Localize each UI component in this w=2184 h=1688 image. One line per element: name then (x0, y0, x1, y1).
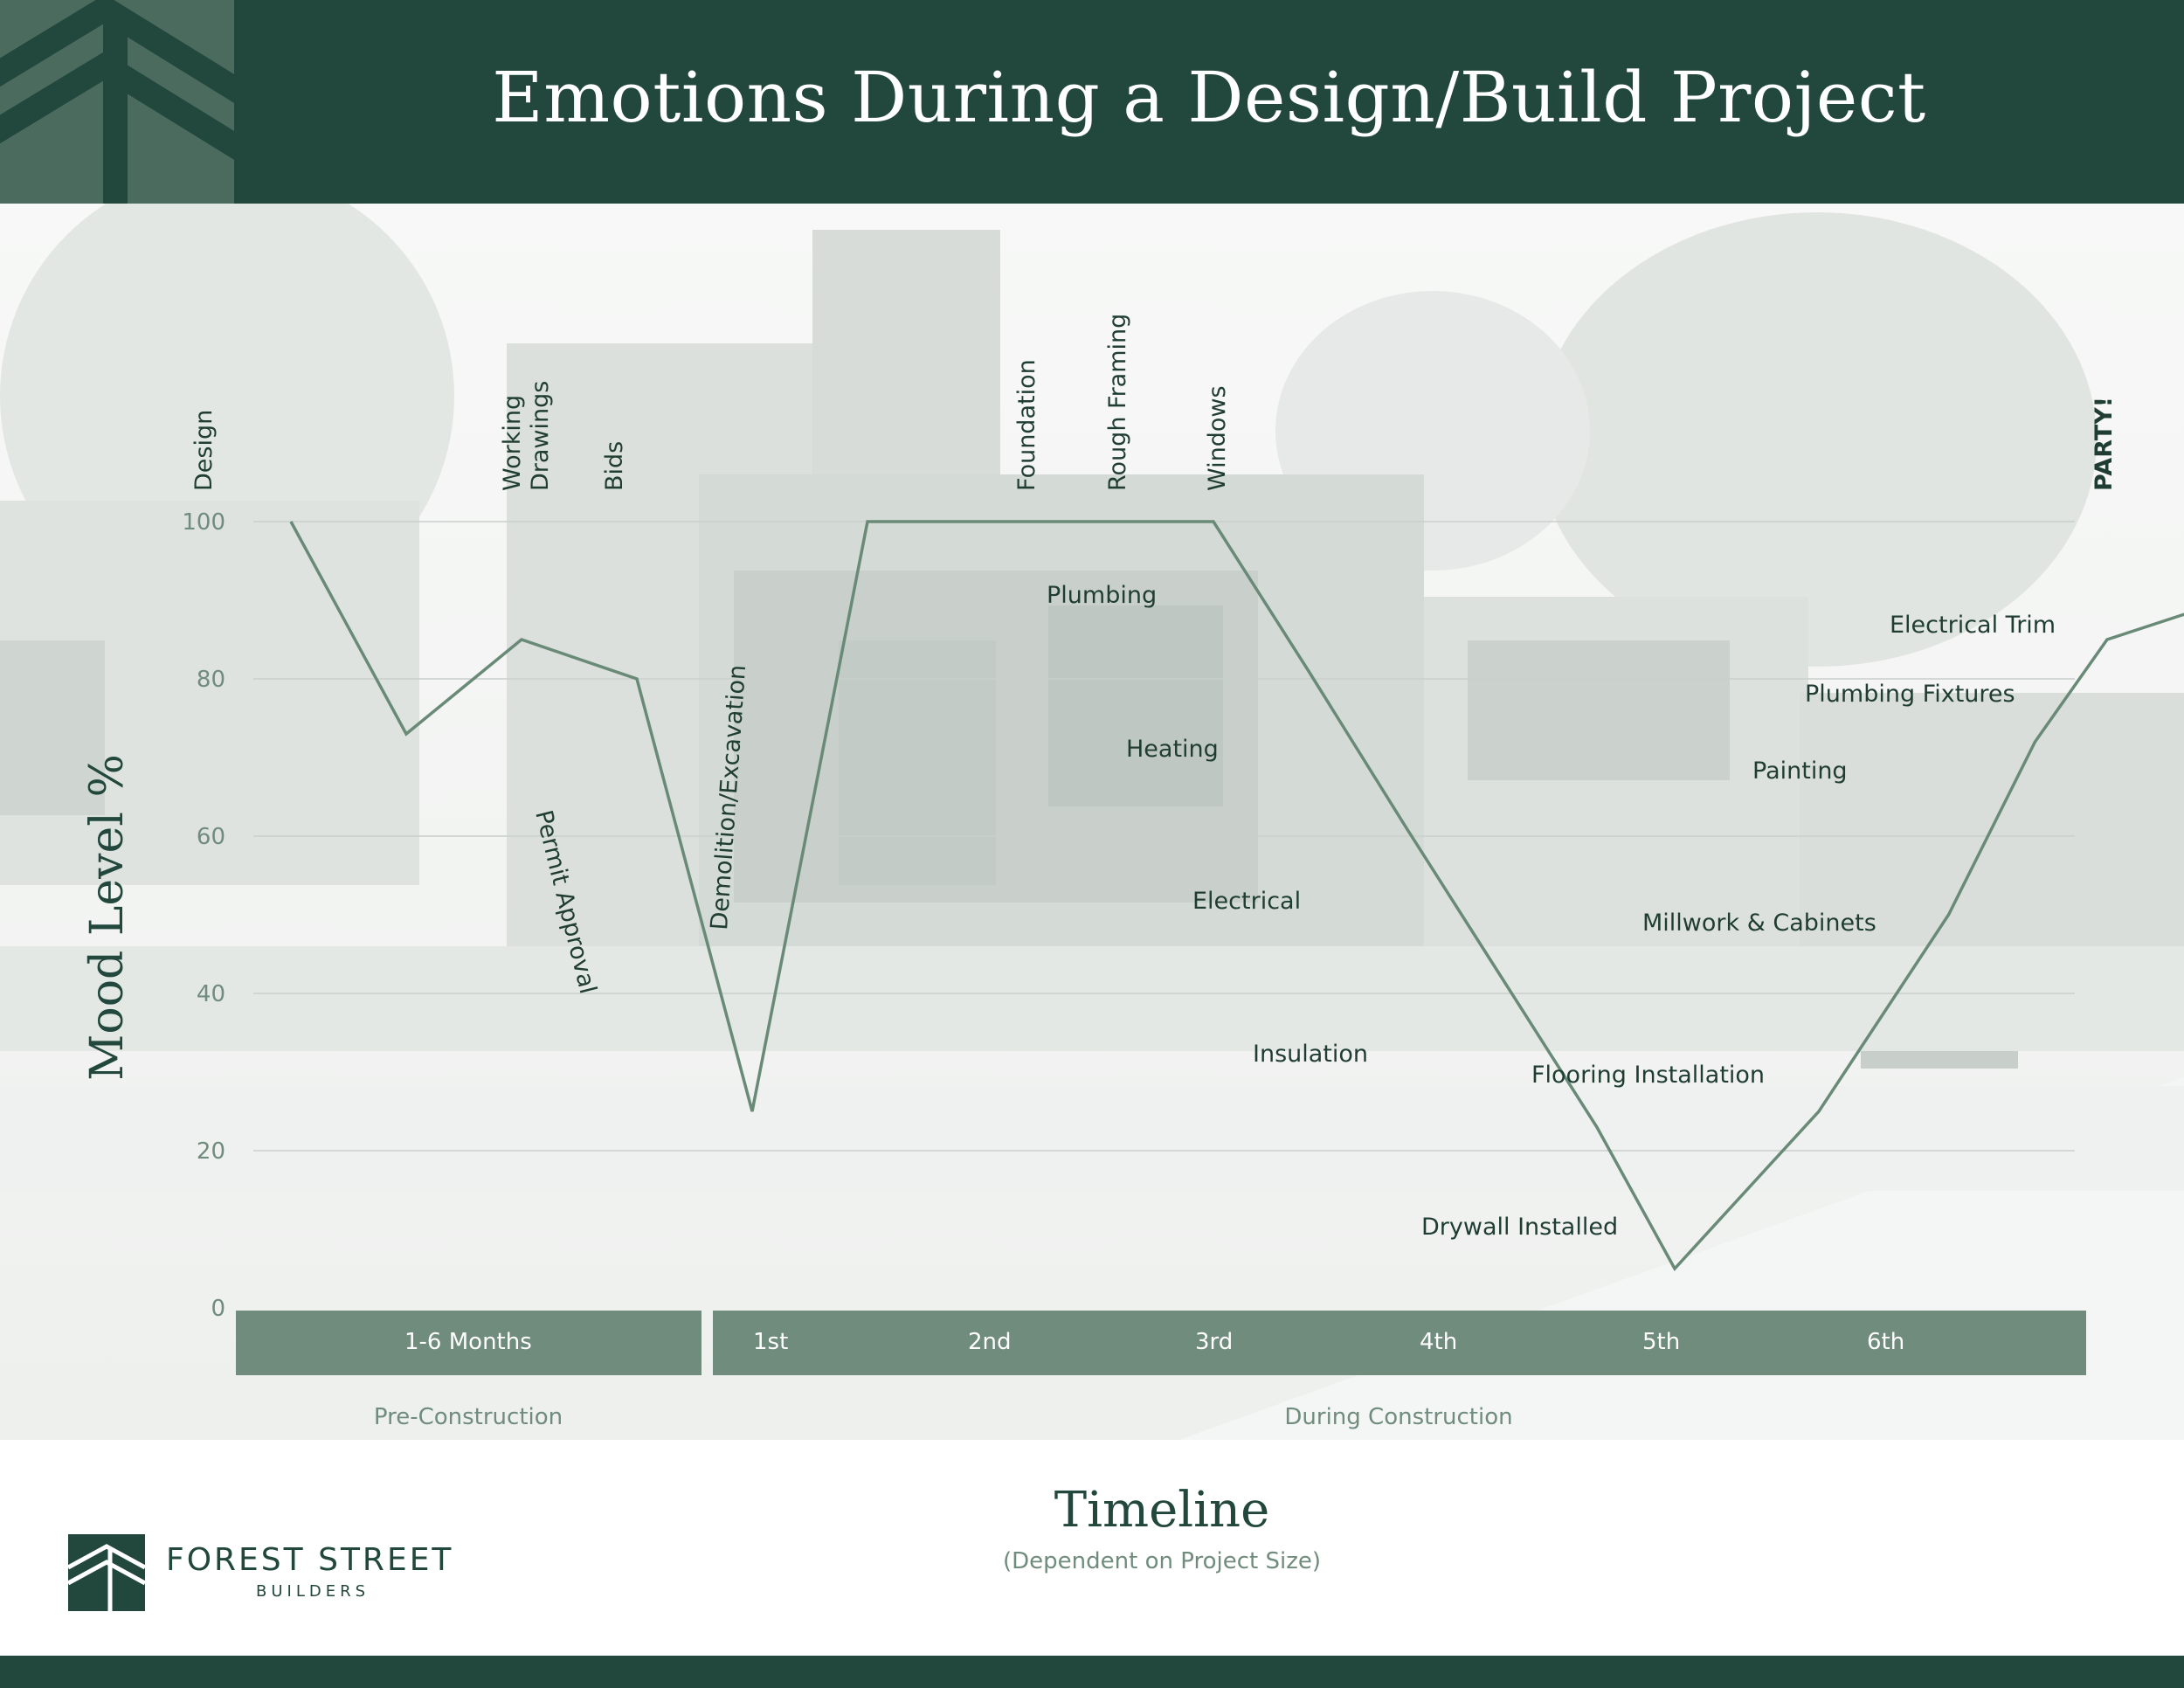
milestone-label-drywall-installed: Drywall Installed (1421, 1214, 1618, 1241)
milestone-label-insulation: Insulation (1253, 1041, 1368, 1068)
timeline-band-pre-construction (236, 1311, 702, 1375)
timeline-band-label: 1-6 Months (404, 1329, 532, 1355)
timeline-band-construction (713, 1311, 2086, 1375)
milestone-label-foundation: Foundation (1013, 359, 1040, 491)
y-tick-label-0: 0 (211, 1296, 225, 1322)
header-bar: Emotions During a Design/Build Project (0, 0, 2184, 204)
timeline-band-label: 5th (1642, 1329, 1681, 1355)
timeline-bands (236, 1311, 2086, 1375)
y-tick-label-100: 100 (182, 509, 225, 536)
milestone-label-flooring-installation: Flooring Installation (1531, 1062, 1765, 1089)
milestone-label-rough-framing: Rough Framing (1104, 314, 1131, 491)
y-tick-label-40: 40 (197, 981, 225, 1007)
milestone-label-electrical: Electrical (1192, 888, 1301, 915)
timeline-band-label: 3rd (1195, 1329, 1234, 1355)
milestone-label-painting: Painting (1752, 758, 1848, 785)
y-tick-label-60: 60 (197, 824, 225, 850)
brand-mark-icon (66, 1534, 147, 1611)
x-axis-note: (Dependent on Project Size) (1003, 1548, 1321, 1574)
milestone-label-working-drawings-line-1: Working (499, 395, 526, 491)
milestone-label-working-drawings-line-2: Drawings (527, 381, 554, 491)
timeline-band-label: 1st (753, 1329, 789, 1355)
mood-line-series (289, 520, 2184, 1271)
page-title: Emotions During a Design/Build Project (492, 57, 1926, 138)
brand-subtitle: BUILDERS (256, 1582, 370, 1601)
brand-logo: FOREST STREET BUILDERS (66, 1534, 454, 1613)
timeline-band-label: 6th (1867, 1329, 1905, 1355)
timeline-band-label: 2nd (968, 1329, 1012, 1355)
phase-label: During Construction (1284, 1404, 1513, 1430)
phase-label: Pre-Construction (373, 1404, 563, 1430)
milestone-label-party: PARTY! (2091, 397, 2118, 491)
milestone-label-bids: Bids (601, 441, 628, 491)
y-axis-ticks: 0 20 40 60 80 100 (182, 509, 225, 1322)
brand-name: FOREST STREET (166, 1542, 454, 1578)
chart-gridlines (253, 521, 2075, 1152)
x-axis-label: Timeline (1054, 1482, 1270, 1539)
milestone-label-heating: Heating (1126, 736, 1219, 763)
milestone-label-plumbing: Plumbing (1047, 582, 1157, 609)
header-logo-mark (0, 0, 234, 204)
timeline-band-label: 4th (1420, 1329, 1458, 1355)
footer-bar (0, 1656, 2184, 1688)
roof-chevron-icon (0, 0, 234, 204)
y-tick-label-20: 20 (197, 1138, 225, 1165)
milestone-label-windows: Windows (1204, 385, 1231, 491)
milestone-label-design: Design (190, 410, 218, 491)
milestone-label-demolition-excavation: Demolition/Excavation (706, 664, 751, 931)
y-axis-label: Mood Level % (81, 754, 134, 1081)
milestone-label-plumbing-fixtures: Plumbing Fixtures (1805, 681, 2015, 708)
y-tick-label-80: 80 (197, 667, 225, 693)
milestone-label-millwork-cabinets: Millwork & Cabinets (1642, 910, 1876, 937)
milestone-label-electrical-trim: Electrical Trim (1890, 612, 2056, 639)
